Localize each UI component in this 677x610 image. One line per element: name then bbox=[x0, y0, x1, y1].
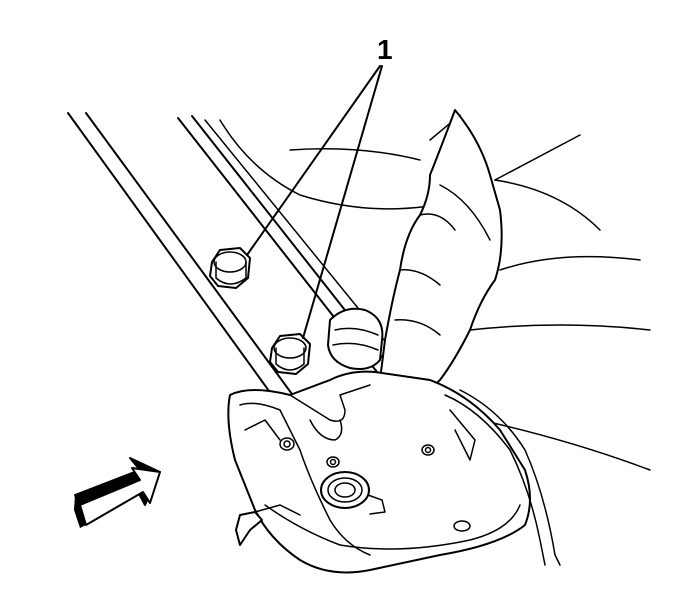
direction-arrow bbox=[74, 457, 161, 528]
bracket bbox=[227, 370, 531, 574]
strap bbox=[444, 389, 561, 566]
hand bbox=[378, 109, 503, 403]
callout-number: 1 bbox=[377, 34, 393, 65]
clip bbox=[235, 504, 301, 546]
bolt-upper bbox=[209, 247, 251, 289]
spring-grommet bbox=[320, 471, 386, 515]
bracket-holes bbox=[279, 437, 471, 532]
bolt-lower bbox=[269, 333, 311, 375]
leader-lines bbox=[246, 65, 383, 339]
mount-stud bbox=[327, 307, 384, 370]
